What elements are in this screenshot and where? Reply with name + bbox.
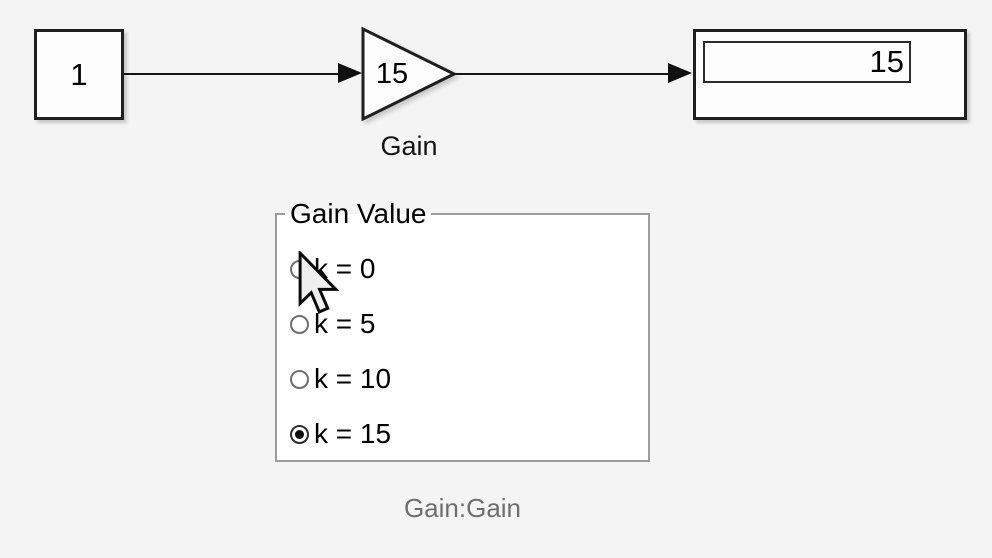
wire-arrowhead-icon — [338, 63, 362, 83]
constant-value: 1 — [70, 56, 88, 92]
radio-button-3[interactable] — [290, 424, 309, 444]
display-block[interactable]: 15 — [693, 29, 967, 120]
gain-panel-title: Gain Value — [285, 200, 432, 228]
radio-row-0[interactable]: k = 0 — [290, 255, 375, 283]
radio-button-2[interactable] — [290, 369, 309, 389]
radio-button-1[interactable] — [290, 314, 309, 334]
gain-block[interactable]: 15 — [361, 26, 458, 122]
display-readout: 15 — [703, 41, 911, 83]
gain-value-panel: Gain Value k = 0 k = 5 k = 10 k = 15 — [275, 200, 650, 462]
radio-row-3[interactable]: k = 15 — [290, 420, 391, 448]
radio-label-3[interactable]: k = 15 — [314, 418, 392, 449]
radio-label-2[interactable]: k = 10 — [314, 363, 392, 394]
constant-block[interactable]: 1 — [34, 29, 124, 120]
radio-row-1[interactable]: k = 5 — [290, 310, 375, 338]
gain-block-name: Gain — [380, 131, 438, 161]
wire-arrowhead-icon — [668, 63, 692, 83]
wire-gain-to-display[interactable] — [453, 73, 670, 75]
annotation-gain-gain: Gain:Gain — [403, 493, 522, 523]
radio-label-1[interactable]: k = 5 — [314, 308, 376, 339]
radio-row-2[interactable]: k = 10 — [290, 365, 391, 393]
radio-label-0[interactable]: k = 0 — [314, 253, 376, 284]
gain-value: 15 — [375, 57, 409, 90]
wire-constant-to-gain[interactable] — [124, 73, 340, 75]
radio-button-0[interactable] — [290, 259, 309, 279]
gain-triangle-icon — [361, 26, 458, 122]
